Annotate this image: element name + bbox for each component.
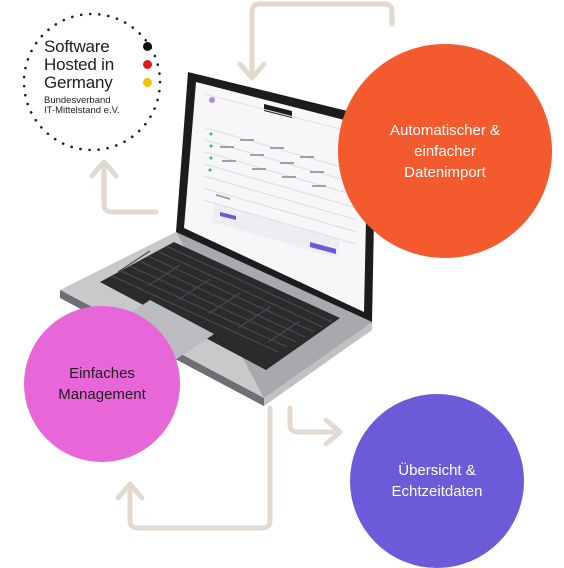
arrow-top-head <box>237 61 267 81</box>
seal-line-bitmi: IT-Mittelstand e.V. <box>44 105 120 116</box>
seal-dotted-ring <box>22 12 162 152</box>
seal-line-germany: Germany <box>44 73 113 92</box>
circle-overview-realtime-data: Übersicht & Echtzeitdaten <box>350 394 524 568</box>
flag-dot-gold <box>143 78 152 87</box>
import-line-1: Automatischer & <box>389 121 501 139</box>
management-line-2: Management <box>58 386 146 403</box>
import-line-2: einfacher <box>414 142 476 160</box>
arrow-top <box>249 1 395 79</box>
flag-dot-red <box>143 60 152 69</box>
circle-simple-management: Einfaches Management <box>24 306 180 462</box>
overview-line-1: Übersicht & <box>398 462 476 479</box>
import-line-3: Datenimport <box>404 163 486 181</box>
arrow-left <box>101 159 159 215</box>
arrow-bottom-head <box>115 481 145 501</box>
software-hosted-in-germany-seal: Software Hosted in Germany Bundesverband… <box>18 8 166 156</box>
arrow-right <box>287 405 341 435</box>
seal-line-bundesverband: Bundesverband <box>44 95 111 106</box>
circle-automatic-data-import: Automatischer & einfacher Datenimport <box>338 44 552 258</box>
flag-dot-black <box>143 42 152 51</box>
seal-line-hosted-in: Hosted in <box>44 55 115 74</box>
management-line-1: Einfaches <box>69 365 135 382</box>
overview-line-2: Echtzeitdaten <box>391 483 483 500</box>
seal-line-software: Software <box>44 37 110 56</box>
arrow-left-head <box>89 159 119 179</box>
arrow-right-head <box>323 417 343 447</box>
arrow-bottom <box>127 405 273 531</box>
